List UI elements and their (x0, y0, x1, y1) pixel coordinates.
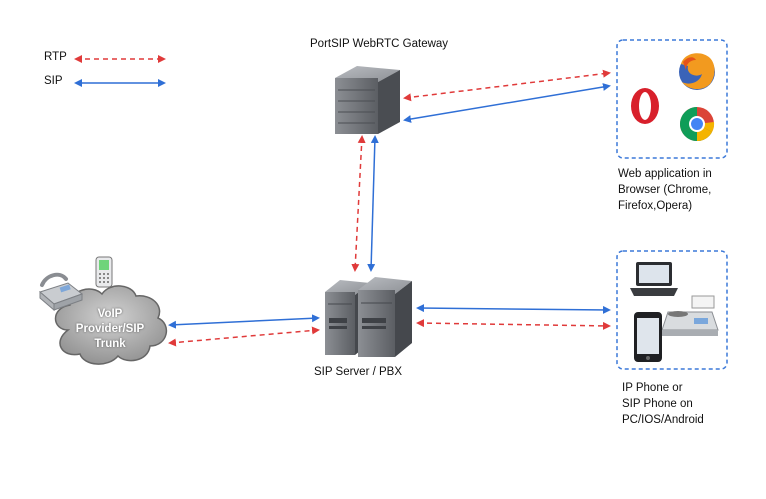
sip-server-icon (325, 277, 412, 357)
cloud-label: VoIP Provider/SIP Trunk (64, 307, 156, 352)
legend-sip-label: SIP (44, 75, 63, 87)
phones-label-line: SIP Phone on (622, 398, 693, 410)
cloud-label-line: VoIP (97, 308, 123, 320)
fax-icon (661, 295, 719, 336)
phones-label-line: PC/IOS/Android (622, 414, 704, 426)
rtp-link-gateway-browser (403, 69, 611, 102)
smartphone-icon (634, 312, 662, 362)
server-label: SIP Server / PBX (314, 366, 402, 378)
cloud-label-line: Trunk (94, 338, 126, 350)
phones-label-line: IP Phone or (622, 382, 683, 394)
browser-label-line: Web application in (618, 168, 712, 180)
browser-label-line: Firefox,Opera) (618, 200, 693, 212)
rtp-link-cloud-server (168, 326, 320, 347)
rtp-link-server-phones (416, 319, 611, 330)
cloud-label-line: Provider/SIP (75, 323, 145, 335)
browser-label-line: Browser (Chrome, (618, 184, 712, 196)
chrome-icon (680, 107, 715, 141)
sip-link-gateway-server (367, 135, 379, 272)
browser-label: Web application in Browser (Chrome, Fire… (618, 166, 712, 214)
sip-link-cloud-server (168, 314, 320, 329)
opera-icon (631, 88, 659, 124)
desk-phone-icon (38, 272, 84, 312)
gateway-server-icon (335, 66, 400, 134)
legend-rtp-label: RTP (44, 51, 67, 63)
phones-group-box (616, 250, 728, 370)
browser-group-box (616, 39, 728, 159)
gateway-label: PortSIP WebRTC Gateway (310, 38, 449, 50)
rtp-link-gateway-server (351, 135, 366, 272)
mobile-phone-icon (95, 256, 113, 288)
sip-link-server-phones (416, 304, 611, 314)
firefox-icon (679, 53, 715, 90)
sip-link-gateway-browser (403, 83, 611, 123)
phones-label: IP Phone or SIP Phone on PC/IOS/Android (622, 380, 704, 428)
laptop-icon (630, 262, 678, 296)
